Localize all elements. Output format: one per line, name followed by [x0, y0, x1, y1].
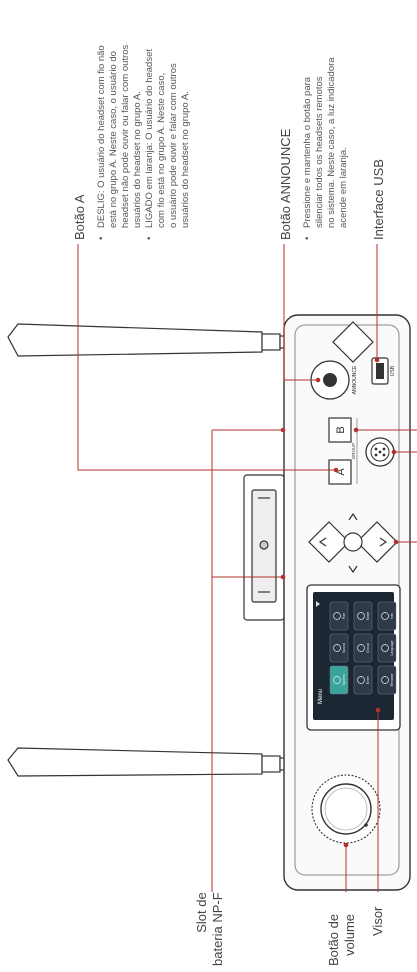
screen-tile [353, 633, 373, 663]
screen-tile-label: Sound [342, 643, 346, 653]
screen-tile [329, 633, 349, 663]
volume-line-2: volume [342, 913, 357, 956]
usb-port-graphic: USB [371, 357, 396, 385]
label-botao-announce: Botão ANNOUNCE [278, 128, 293, 240]
label-slot-bateria: Slot de bateria NP-F [194, 892, 226, 966]
screen-tile-label: System [342, 674, 346, 685]
screen-tile-icon [357, 644, 365, 652]
announce-description: Pressione e mantenha o botão para silenc… [302, 57, 350, 240]
label-visor: Visor [370, 906, 385, 936]
botao-a-desc-line-2: está no grupo A. Neste caso, o usuário d… [108, 51, 119, 228]
usb-print: USB [390, 365, 396, 376]
screen-tile-label: Group [366, 643, 370, 653]
screen-tile [353, 601, 373, 631]
screen-tile-icon [381, 644, 389, 652]
slot-line-1: Slot de [194, 892, 209, 933]
screen-tile [377, 633, 397, 663]
screen-tiles: System Enter Rename Sound Group Language Pair M… [329, 601, 397, 695]
button-a-print: A [335, 468, 347, 476]
group-buttons: A B GROUP [328, 417, 358, 485]
announce-desc-line-4: acende em laranja. [338, 147, 349, 228]
screen-tile-label: Enter [366, 675, 370, 684]
screen-tile [353, 665, 373, 695]
screen-tile [377, 601, 397, 631]
battery-slot [243, 474, 285, 621]
screen-tile-label: Language [390, 640, 394, 655]
botao-a-desc-line-4: usuários do headset no grupo A. [132, 91, 143, 228]
screen-tile [329, 601, 349, 631]
screen-tile [377, 665, 397, 695]
touch-screen: Menu System Enter Rename Sound Group Language… [306, 584, 401, 731]
label-interface-usb: Interface USB [371, 159, 386, 240]
screen-tile-icon [357, 676, 365, 684]
announce-desc-line-2: silenciar todos os headsets remotos [314, 76, 325, 228]
botao-a-description: DESLIG: O usuário do headset com fio não… [96, 45, 192, 240]
label-botao-a: Botão A [72, 194, 87, 240]
botao-a-desc-line-7: o usuário pode ouvir e falar com outros [168, 63, 179, 228]
screen-menu-title: Menu [318, 689, 324, 704]
screen-tile-label: Info [390, 613, 394, 619]
button-b-print: B [335, 426, 347, 433]
botao-a-desc-line-1: DESLIG: O usuário do headset com fio não [96, 45, 108, 240]
screen-tile-icon [357, 612, 365, 620]
volume-knob [311, 774, 381, 844]
antenna-bottom [7, 747, 289, 777]
screen-tile-label: Mode [366, 612, 370, 621]
leader-lines [77, 244, 417, 892]
botao-a-desc-line-3: headset não pode ouvir ou falar com outr… [120, 44, 131, 228]
label-botao-volume: Botão de volume [326, 914, 358, 966]
group-print: GROUP [351, 443, 356, 460]
screen-tile-label: Rename [390, 673, 394, 686]
screen-tile-icon [333, 676, 341, 684]
screen-tile-icon [333, 612, 341, 620]
screen-tile-icon [381, 612, 389, 620]
announce-desc-line-3: no sistema. Neste caso, a luz indicadora [326, 57, 337, 228]
screen-tile-icon [381, 676, 389, 684]
volume-line-1: Botão de [326, 913, 341, 966]
announce-print: ANNOUNCE [352, 365, 358, 394]
botao-a-desc-line-6: com fio está no grupo A. Neste caso, [156, 72, 167, 228]
antenna-top [7, 323, 289, 357]
slot-line-2: bateria NP-F [210, 892, 225, 966]
announce-desc-line-1: Pressione e mantenha o botão para [302, 57, 314, 240]
headset-connector [365, 437, 395, 467]
screen-tile-label: Pair [342, 612, 346, 619]
screen-tile-icon [333, 644, 341, 652]
screen-tile [329, 665, 349, 695]
botao-a-desc-line-8: usuários do headset no grupo A. [180, 91, 191, 228]
botao-a-desc-line-5: LIGADO em laranja: O usuário do headset [144, 45, 156, 240]
